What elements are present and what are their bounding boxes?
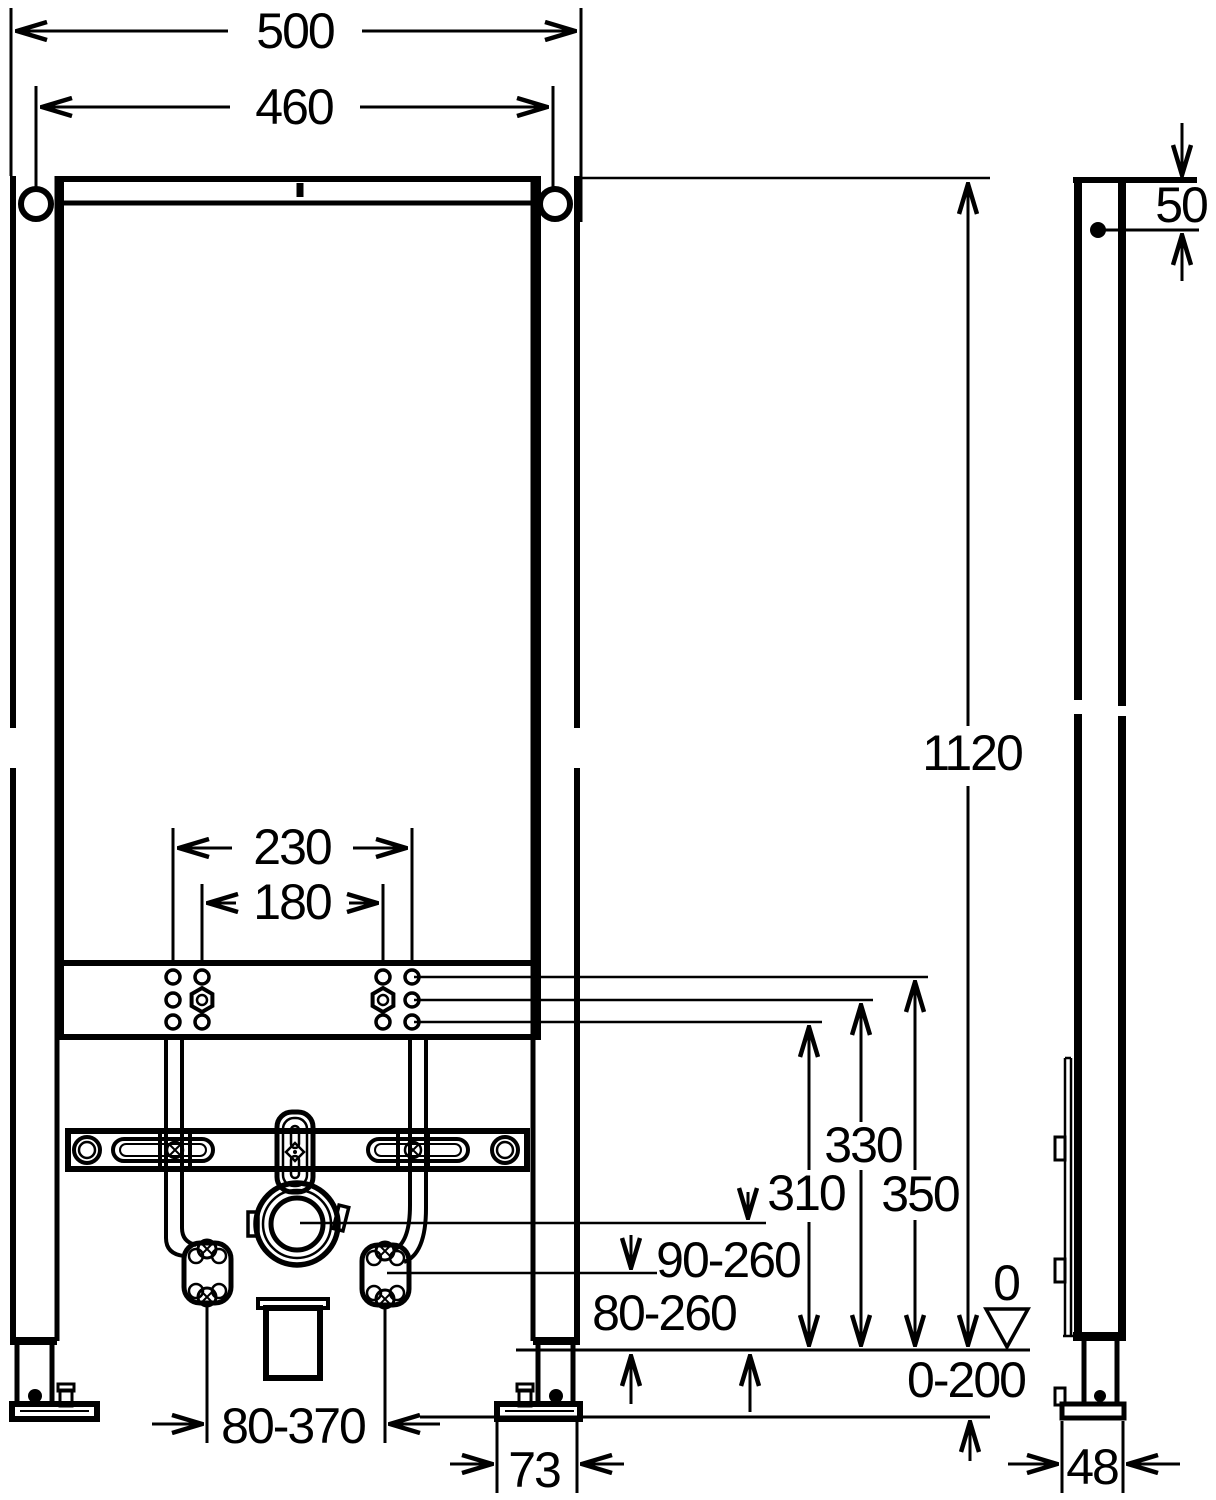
dim-frame-height: 1120 xyxy=(922,725,1022,781)
dim-anchor-offset-top: 50 xyxy=(1155,177,1207,233)
top-hole-right xyxy=(537,186,573,222)
right-leg xyxy=(494,176,583,1422)
datum-triangle-icon xyxy=(983,1307,1031,1351)
bolt-hole-band xyxy=(164,968,421,1031)
fixing-plate-left xyxy=(181,1238,234,1308)
side-foot-plate xyxy=(1059,1401,1127,1421)
clamp-left xyxy=(158,1130,192,1170)
rail-clip-lower xyxy=(1053,1257,1067,1284)
drain-pipe xyxy=(263,1305,323,1381)
right-foot-plate xyxy=(494,1401,583,1422)
fixing-plate-right xyxy=(359,1240,412,1310)
hex-nut-right xyxy=(370,985,396,1015)
dim-bolt-spacing-inner: 180 xyxy=(253,874,331,930)
dim-top-holes-spacing: 460 xyxy=(255,79,333,135)
dim-overall-width: 500 xyxy=(256,3,334,59)
rail-clip-upper xyxy=(1053,1135,1067,1162)
rail-slot-right xyxy=(366,1137,470,1163)
dim-foot-depth: 48 xyxy=(1066,1439,1118,1495)
dim-floor-range: 0-200 xyxy=(907,1352,1025,1408)
dim-bolt-spacing-outer: 230 xyxy=(253,819,331,875)
dim-level-low: 310 xyxy=(767,1165,845,1221)
top-hole-left xyxy=(18,186,54,222)
dim-fixing-range: 80-260 xyxy=(592,1285,736,1341)
hex-nut-left xyxy=(189,985,215,1015)
mounting-rail xyxy=(65,1128,530,1172)
center-bracket xyxy=(274,1109,316,1195)
dim-level-top: 350 xyxy=(881,1166,959,1222)
left-foot-plate xyxy=(9,1401,100,1422)
front-view xyxy=(8,176,583,1422)
clamp-right xyxy=(396,1130,430,1170)
dim-drain-lateral-range: 80-370 xyxy=(221,1398,365,1454)
dim-foot-width: 73 xyxy=(508,1442,560,1498)
dim-drain-center-range: 90-260 xyxy=(656,1232,800,1288)
dim-datum-zero: 0 xyxy=(993,1255,1019,1311)
drain-outlet xyxy=(246,1180,351,1381)
dimensions: 500 460 230 180 1120 50 330 310 350 90-2… xyxy=(9,3,1209,1498)
rail-slot-left xyxy=(111,1137,215,1163)
side-view xyxy=(1053,177,1197,1421)
left-leg xyxy=(8,176,100,1422)
dim-level-mid: 330 xyxy=(824,1117,902,1173)
frame-box xyxy=(58,176,541,1040)
